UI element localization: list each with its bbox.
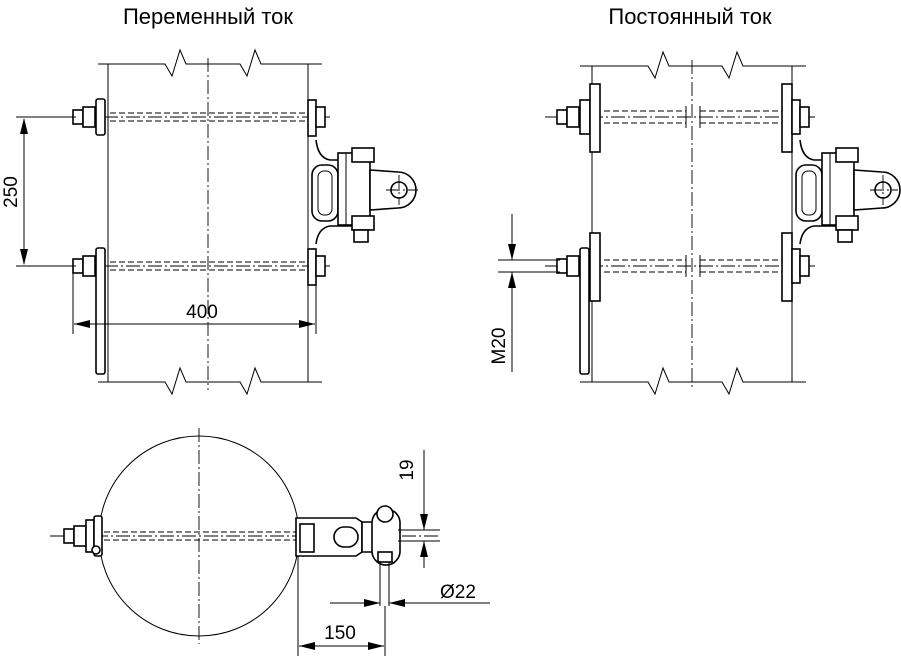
dim-400-label: 400 (186, 302, 218, 323)
plan-slot (333, 526, 359, 548)
ac-bracket-loop (311, 164, 339, 222)
title-dc: Постоянный ток (608, 4, 772, 29)
dc-upper-nut-left (556, 109, 568, 125)
dc-break-line-top (580, 50, 806, 80)
dc-clamp-body (821, 152, 855, 226)
title-ac: Переменный ток (123, 4, 293, 29)
ac-upper-plate-right (307, 99, 317, 137)
ac-upper-washer-left (95, 98, 106, 136)
dim-250-label: 250 (1, 176, 22, 208)
ac-bracket-arms (315, 139, 352, 245)
dc-lower-insulator-left (589, 232, 601, 302)
ac-lower-nut-right (315, 255, 326, 277)
dim-m20-label: M20 (489, 328, 510, 365)
dc-grounding-strip (579, 247, 590, 375)
plan-nut-left (63, 528, 75, 544)
dc-clamp-nut (837, 229, 853, 243)
ac-clamp-body (337, 152, 371, 226)
ac-break-line-top (98, 48, 322, 78)
dc-front-view: M20 (489, 50, 901, 396)
dim-19-label: 19 (397, 459, 418, 480)
ac-lower-plate-right (307, 248, 317, 286)
ac-upper-nut-right (315, 106, 326, 128)
ac-clamp-nut (353, 229, 369, 243)
plan-clamp-nut (377, 551, 393, 563)
dc-bracket-loop (795, 164, 823, 222)
dc-break-line-bottom (580, 366, 806, 396)
dim-150-label: 150 (324, 623, 356, 644)
ac-break-line-bottom (98, 366, 322, 396)
plan-view: 19 Ø22 150 (50, 428, 490, 656)
dc-lower-insulator-right (781, 232, 793, 302)
dim-22-label: Ø22 (440, 582, 476, 603)
dc-upper-insulator-right (781, 83, 793, 153)
dc-upper-insulator-left (589, 83, 601, 153)
dc-bracket-arms (799, 139, 836, 245)
ac-grounding-strip (95, 247, 106, 375)
dc-lower-nut-left (556, 258, 568, 274)
ac-front-view: 250 400 (1, 48, 418, 396)
dc-lower-nut-right (799, 255, 810, 277)
dc-upper-nut-right (799, 106, 810, 128)
